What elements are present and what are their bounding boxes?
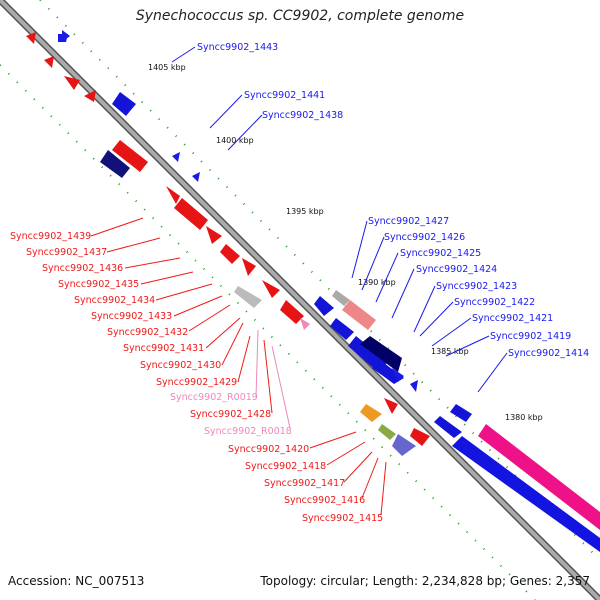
gene-arrow [262,280,280,298]
rna-feature [478,424,600,530]
gene-label: Syncc9902_1419 [490,331,571,342]
gene-label: Syncc9902_1425 [400,248,481,259]
gene-label: Syncc9902_1427 [368,216,449,227]
gene-arrow [384,398,398,414]
scale-label-1395: 1395 kbp [286,207,324,216]
gene-label: Syncc9902_1443 [197,42,278,53]
gene-arrow [314,296,334,316]
scale-labels: 1405 kbp 1400 kbp 1395 kbp 1390 kbp 1385… [148,63,543,422]
gene-arrow [242,258,256,276]
accession-text: Accession: NC_007513 [8,574,145,588]
lower-leader-lines [90,217,387,516]
gene-arrow [360,404,382,422]
gene-arrow [64,76,80,90]
gene-label: Syncc9902_1431 [123,343,204,354]
gene-arrow [378,424,396,440]
scale-label-1385: 1385 kbp [431,347,469,356]
gene-arrow [342,300,376,330]
gene-arrow [112,92,136,116]
gene-label: Syncc9902_1433 [91,311,172,322]
gene-label: Syncc9902_1414 [508,348,589,359]
gene-label: Syncc9902_1435 [58,279,139,290]
gene-label: Syncc9902_1415 [302,513,383,524]
gene-arrow [112,140,148,172]
gene-label: Syncc9902_R0019 [170,392,258,403]
gene-label: Syncc9902_1441 [244,90,325,101]
gene-arrow [330,318,354,340]
gene-arrow [434,416,462,438]
gene-arrow [234,286,262,308]
map-title: Synechococcus sp. CC9902, complete genom… [135,8,465,24]
gene-arrow [220,244,240,264]
gene-label: Syncc9902_1422 [454,297,535,308]
gene-arrow [100,150,130,178]
gene-arrow [84,90,96,102]
gene-arrow [300,318,310,330]
gene-label: Syncc9902_1426 [384,232,465,243]
gene-label: Syncc9902_1421 [472,313,553,324]
scale-label-1380: 1380 kbp [505,413,543,422]
gene-arrow [206,226,222,244]
gene-arrow [174,198,208,230]
gene-arrow [452,436,600,552]
gene-label: Syncc9902_1423 [436,281,517,292]
upper-leader-lines [171,46,508,393]
scale-label-1390: 1390 kbp [358,278,396,287]
gene-label: Syncc9902_1428 [190,409,271,420]
gene-arrow [360,336,402,372]
gene-label: Syncc9902_1436 [42,263,123,274]
gene-label: Syncc9902_1437 [26,247,107,258]
gene-label: Syncc9902_1420 [228,444,309,455]
gene-arrow [410,380,418,392]
upper-gene-labels: Syncc9902_1443 Syncc9902_1441 Syncc9902_… [197,42,589,359]
gene-label: Syncc9902_1417 [264,478,345,489]
gene-arrow [26,32,36,44]
gene-label: Syncc9902_R0018 [204,426,292,437]
gene-arrow [166,186,180,204]
gene-arrow [410,428,430,446]
gene-label: Syncc9902_1439 [10,231,91,242]
lower-gene-labels: Syncc9902_1439 Syncc9902_1437 Syncc9902_… [10,231,383,524]
gene-label: Syncc9902_1434 [74,295,155,306]
gene-arrow [44,56,54,68]
gene-arrow [392,434,416,456]
gene-arrow [450,404,472,422]
reverse-strand-genes [58,30,600,552]
gene-label: Syncc9902_1438 [262,110,343,121]
gene-label: Syncc9902_1424 [416,264,497,275]
gene-arrow [172,152,180,162]
gene-arrow [372,360,404,384]
gene-arrow [62,30,70,42]
scale-label-1405: 1405 kbp [148,63,186,72]
gene-arrow [332,290,350,306]
gene-label: Syncc9902_1418 [245,461,326,472]
pink-band [478,424,600,530]
scale-label-1400: 1400 kbp [216,136,254,145]
gene-label: Syncc9902_1430 [140,360,221,371]
gene-label: Syncc9902_1416 [284,495,365,506]
genome-summary-text: Topology: circular; Length: 2,234,828 bp… [260,574,590,588]
rna-leader-lines [255,329,291,429]
gene-label: Syncc9902_1432 [107,327,188,338]
gene-label: Syncc9902_1429 [156,377,237,388]
gene-arrow [280,300,304,324]
gene-arrow [192,172,200,182]
forward-strand-genes [26,32,430,446]
gene-arrow [392,368,404,382]
pink-arrow [596,516,600,528]
